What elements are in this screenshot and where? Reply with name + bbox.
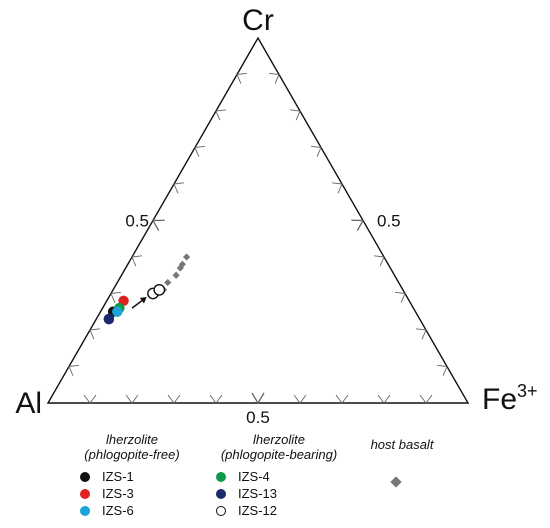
data-points [103, 253, 191, 325]
marker-red-circle [80, 488, 90, 499]
tick-left-7 [194, 145, 205, 157]
tick-bottom-8 [377, 394, 391, 404]
tick-right-2 [290, 109, 301, 121]
legend-item-izs3: IZS-3 [80, 485, 192, 502]
trend-arrow-head [139, 297, 147, 304]
vertex-label-fe: Fe3+ [482, 381, 538, 416]
legend-group-phlogopite-free: lherzolite (phlogopite-free) IZS-1 IZS-3… [72, 432, 192, 519]
tick-bottom-1 [83, 394, 97, 404]
tick-right-7 [395, 291, 406, 303]
tick-bottom-7 [335, 394, 349, 404]
legend-item-izs12: IZS-12 [216, 502, 354, 519]
tick-left-6 [173, 182, 184, 194]
tick-left-4 [131, 255, 142, 267]
marker-navy-circle [216, 488, 226, 499]
point-host-basalt-6 [183, 253, 191, 261]
tick-bottom-3 [167, 394, 181, 404]
tick-left-8 [215, 109, 226, 121]
legend-item-izs6: IZS-6 [80, 502, 192, 519]
tick-right-1 [269, 72, 280, 84]
tick-right-6 [374, 255, 385, 267]
legend-item-izs4: IZS-4 [216, 468, 354, 485]
point-izs-13-1 [103, 313, 115, 325]
marker-green-circle [216, 471, 226, 482]
tick-left-1 [68, 364, 79, 376]
point-host-basalt-2 [164, 278, 172, 287]
legend-group-phlogopite-bearing: lherzolite (phlogopite-bearing) IZS-4 IZ… [204, 432, 354, 519]
tick-marks [68, 72, 448, 405]
legend-title: lherzolite [252, 432, 306, 447]
point-host-basalt-4 [176, 264, 184, 272]
marker-blue-circle [80, 505, 90, 516]
tick-left-9 [236, 72, 247, 84]
point-host-basalt-3 [172, 271, 180, 279]
legend-title: host basalt [370, 437, 434, 452]
vertex-label-cr: Cr [242, 4, 274, 37]
tick-right-3 [311, 145, 322, 157]
ternary-frame [46, 36, 470, 404]
tick-label-right-edge: 0.5 [377, 212, 401, 231]
marker-gray-diamond [390, 476, 402, 488]
tick-label-left-edge: 0.5 [125, 212, 149, 231]
tick-bottom-2 [125, 394, 139, 404]
tick-right-8 [416, 328, 427, 340]
legend-item-izs13: IZS-13 [216, 485, 354, 502]
point-host-basalt-5 [178, 260, 186, 268]
legend-item-izs1: IZS-1 [80, 468, 192, 485]
tick-right-5 [351, 219, 365, 232]
legend-title: lherzolite [105, 432, 159, 447]
legend-subtitle: (phlogopite-free) [84, 447, 180, 462]
legend-subtitle: (phlogopite-bearing) [220, 447, 338, 462]
tick-bottom-5 [251, 392, 265, 405]
tick-left-5 [151, 219, 165, 232]
tick-left-3 [110, 291, 121, 303]
point-izs-12-2 [153, 283, 166, 296]
tick-bottom-4 [209, 394, 223, 404]
tick-bottom-9 [419, 394, 433, 404]
point-izs-6-1 [112, 306, 123, 317]
tick-bottom-6 [293, 394, 307, 404]
legend-group-host-basalt: host basalt [352, 437, 452, 491]
trend-arrow-shaft [131, 300, 143, 309]
tick-left-2 [89, 328, 100, 340]
marker-open-circle [216, 505, 226, 516]
vertex-label-al: Al [15, 387, 42, 420]
tick-right-9 [437, 364, 448, 376]
tick-label-bottom-edge: 0.5 [246, 408, 270, 427]
marker-black-circle [80, 471, 90, 482]
tick-right-4 [332, 182, 343, 194]
